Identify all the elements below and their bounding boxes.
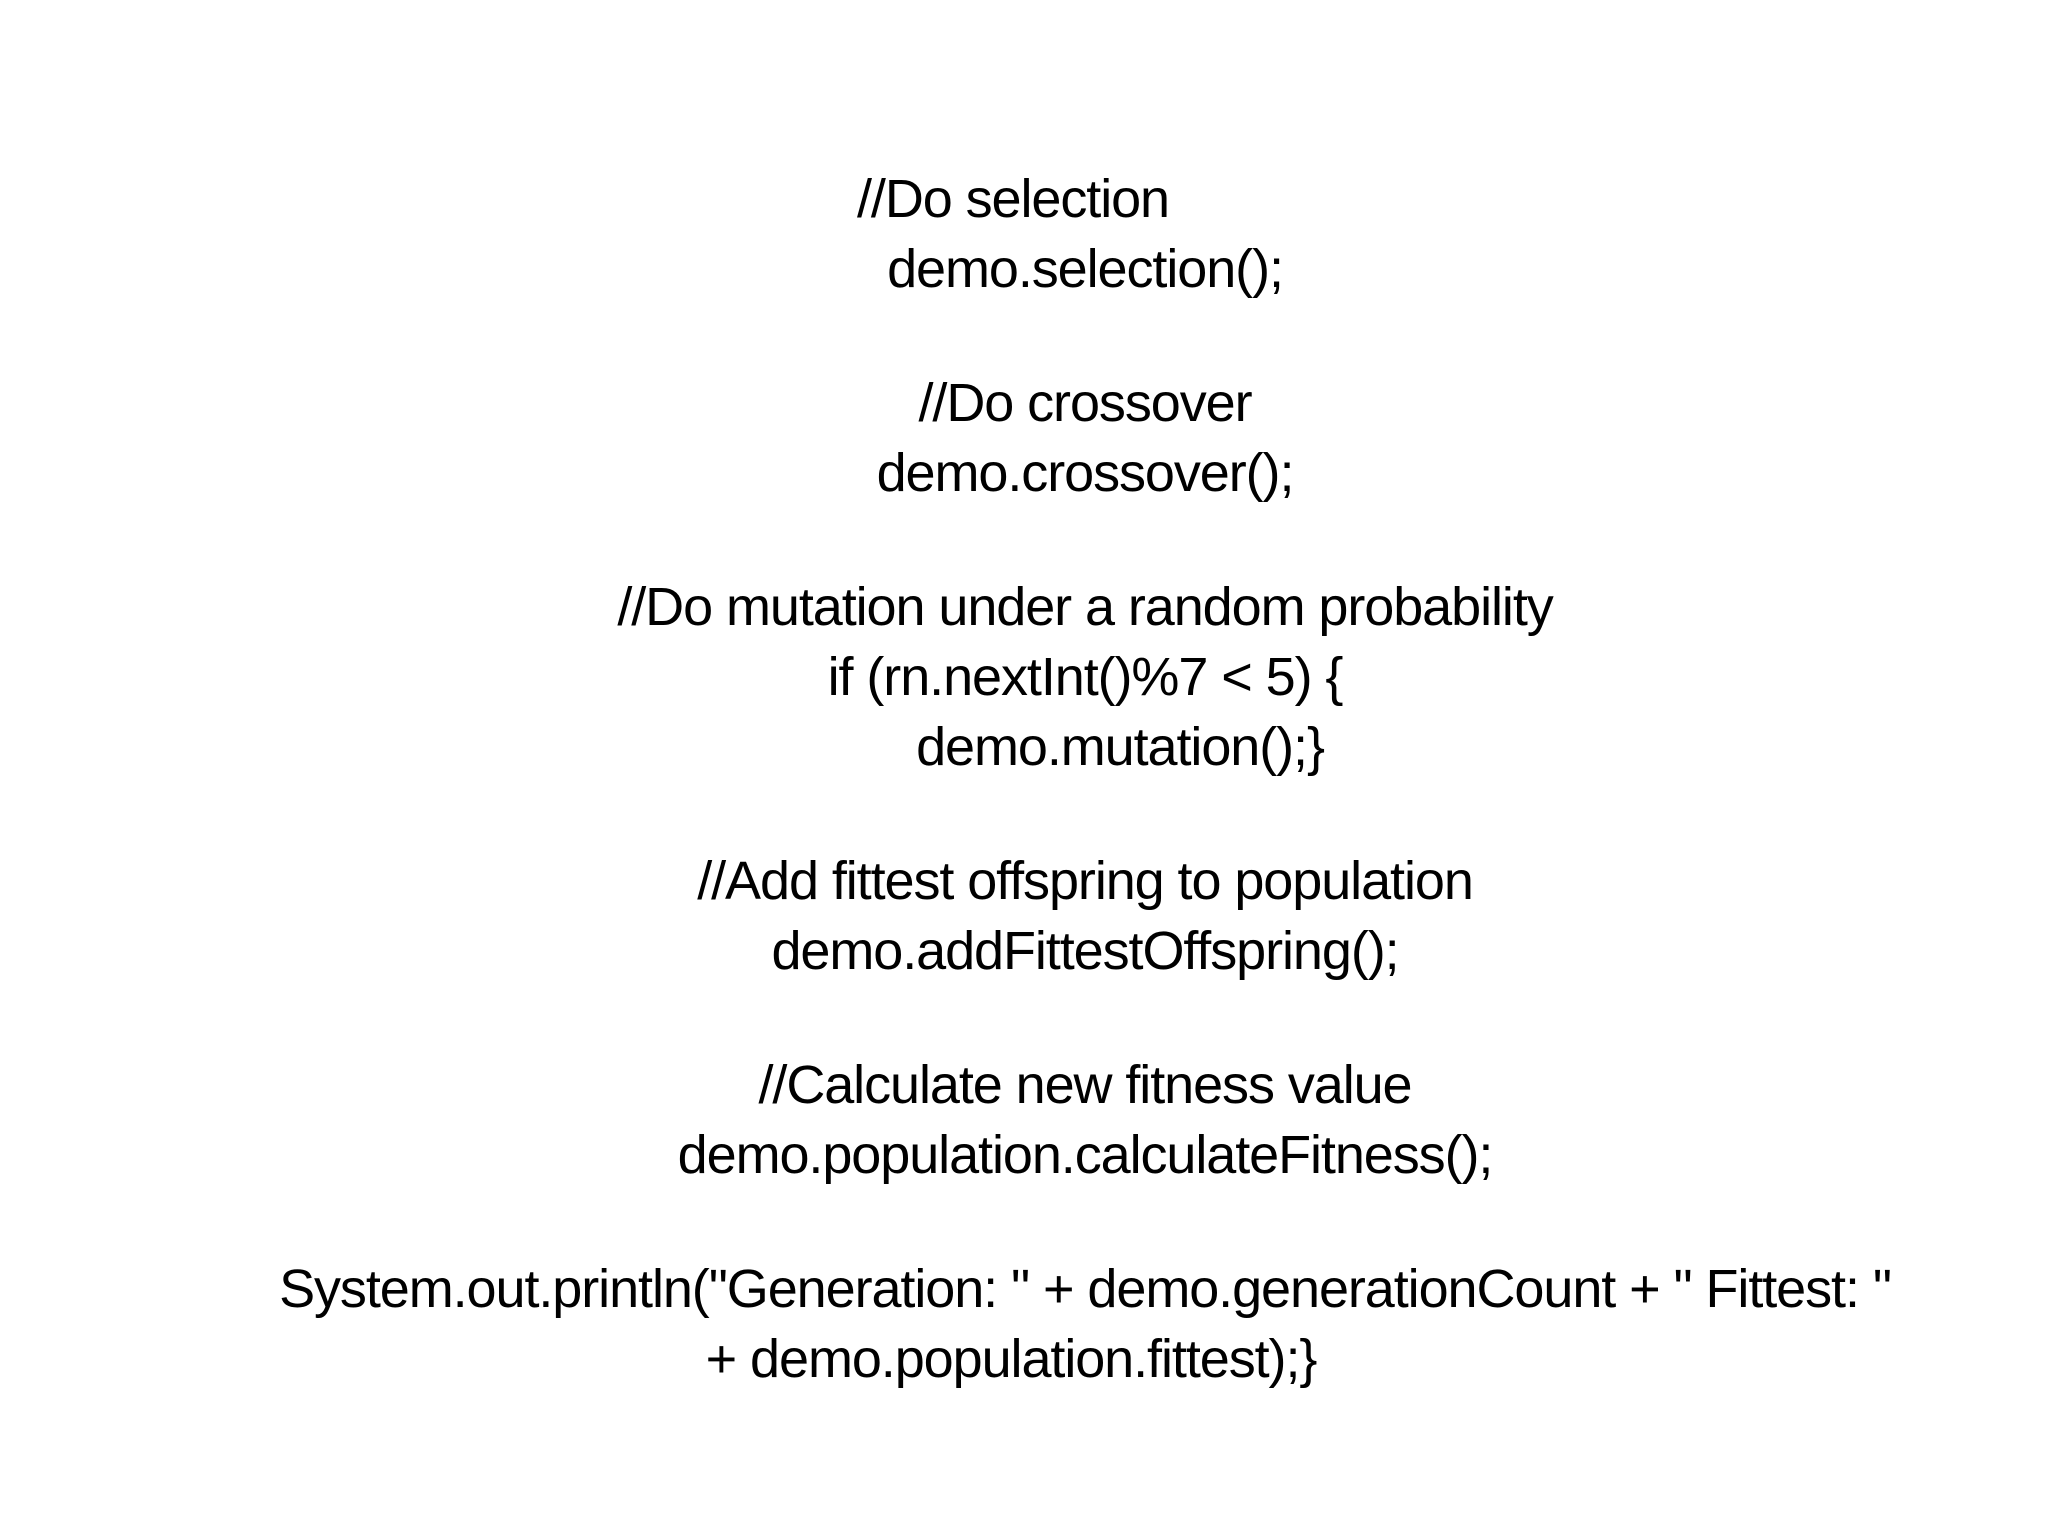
code-line-comment-selection: //Do selection (856, 169, 1170, 229)
code-line-comment-crossover: //Do crossover (918, 373, 1253, 433)
code-group-add-fittest: //Add fittest offspring to population de… (122, 846, 2048, 986)
code-group-mutation: //Do mutation under a random probability… (122, 572, 2048, 782)
code-block: //Do selection demo.selection(); //Do cr… (122, 164, 2048, 1458)
code-line-add-fittest-call: demo.addFittestOffspring(); (771, 921, 1399, 981)
code-line-selection-call: demo.selection(); (887, 239, 1284, 299)
code-line-println-part2: + demo.population.fittest);} (705, 1329, 1318, 1389)
code-group-fitness: //Calculate new fitness value demo.popul… (122, 1050, 2048, 1190)
code-line-mutation-call: demo.mutation();} (916, 717, 1325, 777)
code-group-selection: //Do selection demo.selection(); (122, 164, 2048, 304)
code-line-comment-mutation: //Do mutation under a random probability (617, 577, 1553, 637)
code-group-crossover: //Do crossover demo.crossover(); (122, 368, 2048, 508)
code-line-comment-fitness: //Calculate new fitness value (758, 1055, 1412, 1115)
code-line-mutation-if: if (rn.nextInt()%7 < 5) { (827, 647, 1344, 707)
code-line-fitness-call: demo.population.calculateFitness(); (677, 1125, 1494, 1185)
code-line-comment-add-fittest: //Add fittest offspring to population (697, 851, 1474, 911)
code-group-println: System.out.println("Generation: " + demo… (122, 1254, 2048, 1394)
code-line-crossover-call: demo.crossover(); (876, 443, 1295, 503)
code-line-println-part1: System.out.println("Generation: " + demo… (279, 1259, 1892, 1319)
